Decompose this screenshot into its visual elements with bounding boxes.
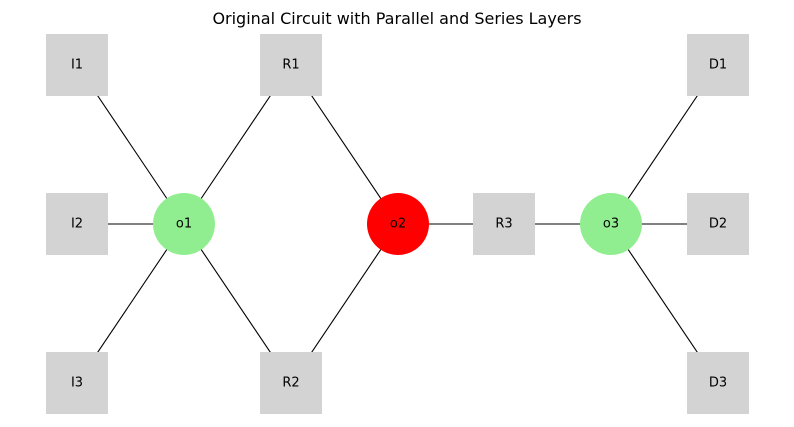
node-i3: I3 <box>46 352 108 414</box>
node-d1: D1 <box>687 34 749 96</box>
node-d1-label: D1 <box>709 58 727 73</box>
node-i3-label: I3 <box>71 376 83 391</box>
node-r1-box <box>260 34 322 96</box>
node-o2-circle <box>367 193 429 255</box>
node-i1: I1 <box>46 34 108 96</box>
node-o2-label: o2 <box>390 217 406 232</box>
node-d2: D2 <box>687 193 749 255</box>
node-o1-label: o1 <box>176 217 192 232</box>
node-o1: o1 <box>153 193 215 255</box>
node-i1-label: I1 <box>71 58 83 73</box>
node-r3: R3 <box>473 193 535 255</box>
node-r1: R1 <box>260 34 322 96</box>
node-o3-circle <box>580 193 642 255</box>
node-d2-label: D2 <box>709 217 727 232</box>
node-i3-box <box>46 352 108 414</box>
node-i1-box <box>46 34 108 96</box>
node-r3-box <box>473 193 535 255</box>
node-o1-circle <box>153 193 215 255</box>
node-i2-label: I2 <box>71 217 83 232</box>
node-o3: o3 <box>580 193 642 255</box>
node-d3-box <box>687 352 749 414</box>
node-d2-box <box>687 193 749 255</box>
node-d3: D3 <box>687 352 749 414</box>
node-r2-label: R2 <box>282 376 299 391</box>
node-r3-label: R3 <box>495 217 512 232</box>
node-o2: o2 <box>367 193 429 255</box>
node-r2: R2 <box>260 352 322 414</box>
node-i2-box <box>46 193 108 255</box>
node-i2: I2 <box>46 193 108 255</box>
diagram-title: Original Circuit with Parallel and Serie… <box>212 9 581 28</box>
node-r2-box <box>260 352 322 414</box>
node-r1-label: R1 <box>282 58 299 73</box>
node-d3-label: D3 <box>709 376 727 391</box>
node-d1-box <box>687 34 749 96</box>
node-o3-label: o3 <box>603 217 619 232</box>
